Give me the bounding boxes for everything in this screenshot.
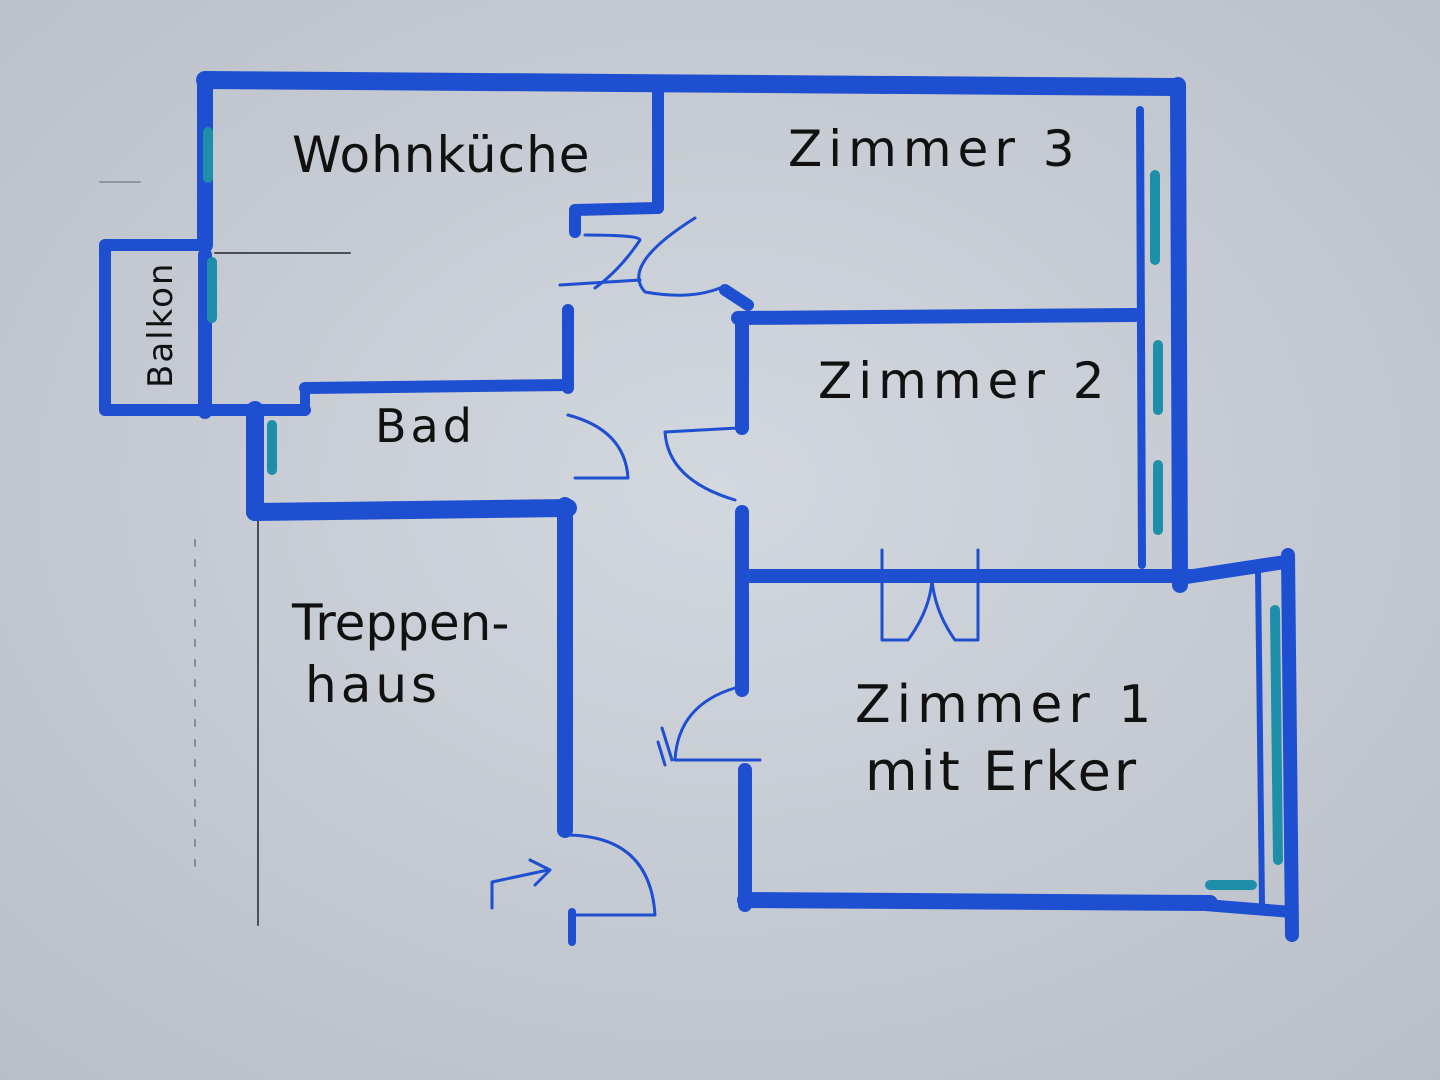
wall-z1-bottom bbox=[737, 892, 1218, 911]
wall-balkon bbox=[99, 239, 211, 416]
label-zimmer1-line2: mit Erker bbox=[865, 740, 1139, 803]
double-door-z2-z1 bbox=[880, 548, 980, 642]
label-bad: Bad bbox=[375, 399, 476, 453]
door-z3-swing bbox=[637, 216, 722, 297]
label-zimmer2: Zimmer 2 bbox=[818, 352, 1111, 410]
wall-erker-right bbox=[1281, 548, 1299, 942]
wall-right-outer bbox=[1170, 77, 1188, 593]
wall-erker-top bbox=[1173, 555, 1292, 585]
entrance-arrow bbox=[490, 868, 550, 910]
wall-erker-inner bbox=[1255, 567, 1265, 908]
label-zimmer3: Zimmer 3 bbox=[788, 120, 1081, 178]
pencil-guides bbox=[99, 181, 351, 926]
label-treppenhaus-line1: Treppen- bbox=[291, 594, 509, 652]
walls bbox=[99, 71, 1299, 946]
label-zimmer1-line1: Zimmer 1 bbox=[855, 675, 1157, 735]
wall-erker-bottom bbox=[1199, 899, 1298, 918]
door-kitchen-swing bbox=[583, 233, 642, 290]
label-treppenhaus-line2: haus bbox=[305, 656, 441, 714]
door-entrance-swing bbox=[563, 833, 657, 917]
wall-z3-z2 bbox=[731, 308, 1142, 325]
label-balkon: Balkon bbox=[141, 262, 181, 388]
door-swings bbox=[490, 216, 980, 917]
wall-z3-diag bbox=[719, 284, 754, 311]
wall-top bbox=[196, 71, 1184, 96]
wall-right-inner bbox=[1136, 106, 1146, 569]
door-z1-swing bbox=[673, 686, 762, 762]
label-wohnkueche: Wohnküche bbox=[292, 126, 591, 184]
door-z2-swing bbox=[663, 426, 740, 502]
wall-bad-top bbox=[299, 379, 574, 394]
wall-kitchen-stub bbox=[569, 202, 664, 238]
door-bad-swing bbox=[566, 413, 630, 480]
room-labels: Wohnküche Zimmer 3 Zimmer 2 Zimmer 1 mit… bbox=[141, 120, 1157, 803]
windows bbox=[203, 127, 1283, 890]
window-erker bbox=[1270, 605, 1283, 865]
wall-bad-bottom bbox=[246, 499, 577, 521]
